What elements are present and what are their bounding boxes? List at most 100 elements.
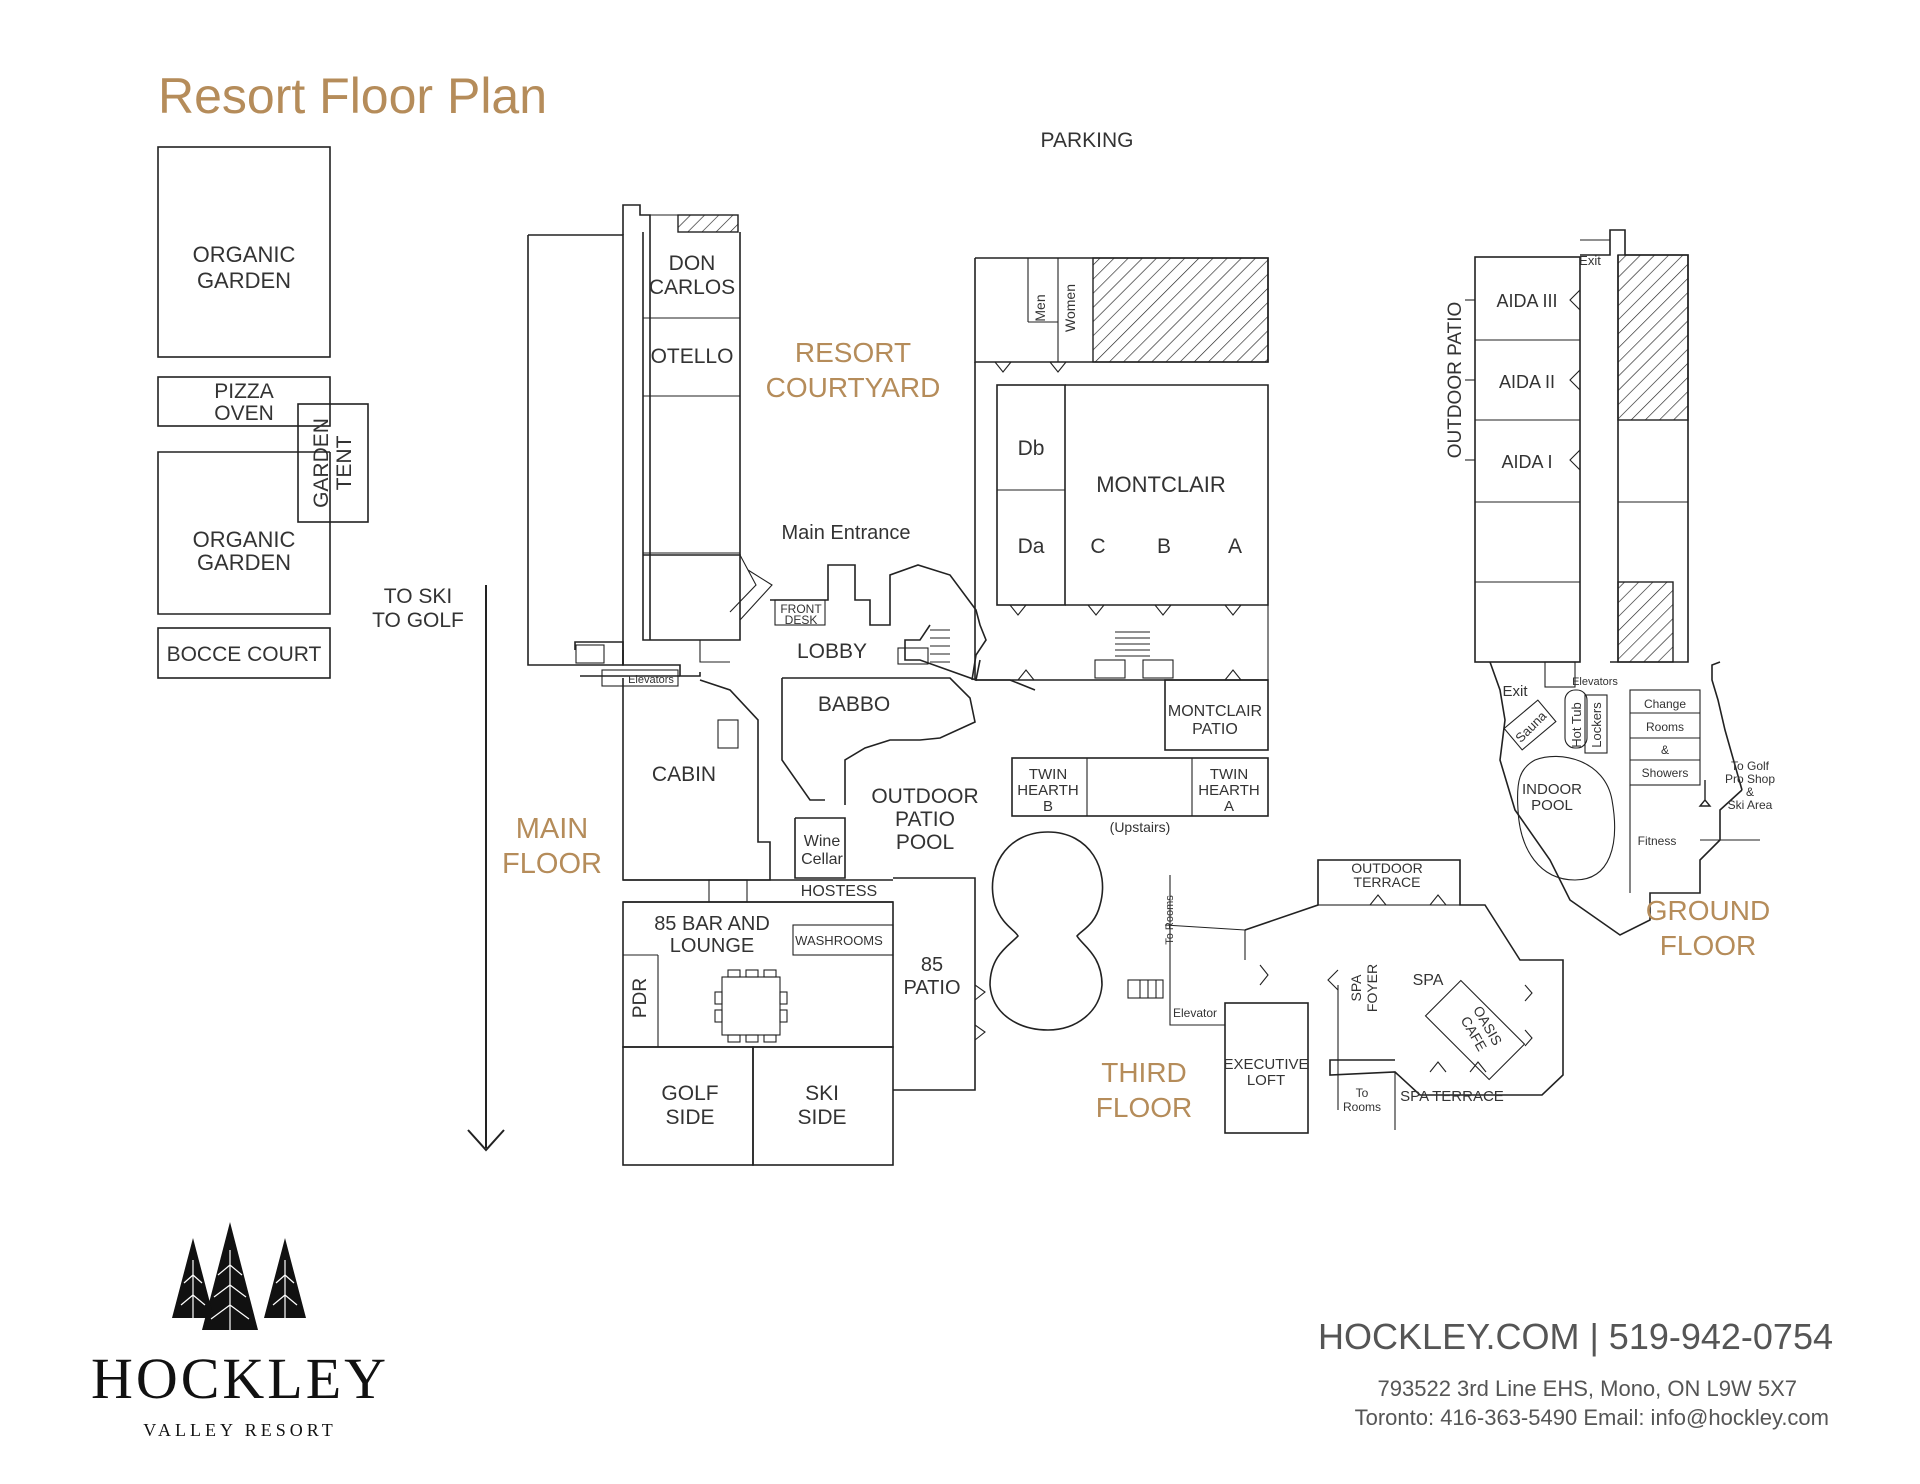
contact-info: HOCKLEY.COM | 519-942-0754 793522 3rd Li… (1318, 1316, 1833, 1430)
svg-text:OUTDOOR: OUTDOOR (1351, 860, 1423, 876)
svg-text:FOYER: FOYER (1364, 964, 1380, 1012)
svg-text:COURTYARD: COURTYARD (766, 372, 941, 403)
svg-text:LOFT: LOFT (1247, 1072, 1285, 1089)
svg-text:GROUND: GROUND (1646, 895, 1770, 926)
svg-text:OUTDOOR PATIO: OUTDOOR PATIO (1445, 302, 1466, 459)
svg-text:FLOOR: FLOOR (502, 848, 602, 880)
svg-text:B: B (1157, 535, 1171, 558)
svg-text:ORGANIC: ORGANIC (193, 527, 296, 552)
organic-garden-bottom: ORGANIC GARDEN (157, 451, 331, 615)
tree-logo-icon (172, 1222, 306, 1330)
svg-text:OVEN: OVEN (214, 402, 274, 425)
svg-text:AIDA I: AIDA I (1501, 452, 1552, 472)
svg-text:Da: Da (1018, 535, 1045, 558)
svg-text:MONTCLAIR: MONTCLAIR (1096, 472, 1226, 497)
svg-text:SPA TERRACE: SPA TERRACE (1400, 1088, 1504, 1105)
svg-text:AIDA III: AIDA III (1496, 291, 1557, 311)
svg-text:FLOOR: FLOOR (1660, 930, 1756, 961)
main-floor-labels: DON CARLOS OTELLO RESORT COURTYARD Main … (628, 252, 979, 1129)
svg-text:Ski Area: Ski Area (1728, 798, 1773, 812)
svg-text:ORGANIC: ORGANIC (193, 242, 296, 267)
svg-text:LOBBY: LOBBY (797, 640, 867, 663)
svg-text:MONTCLAIR: MONTCLAIR (1168, 703, 1262, 720)
svg-text:POOL: POOL (896, 831, 954, 854)
svg-text:PATIO: PATIO (895, 808, 955, 831)
svg-text:BOCCE COURT: BOCCE COURT (167, 643, 322, 666)
svg-text:Db: Db (1018, 437, 1045, 460)
svg-text:GARDEN: GARDEN (197, 268, 291, 293)
svg-text:Fitness: Fitness (1638, 834, 1677, 848)
svg-text:&: & (1746, 785, 1754, 799)
svg-text:MAIN: MAIN (516, 813, 589, 845)
svg-text:PATIO: PATIO (1192, 721, 1238, 738)
svg-text:POOL: POOL (1531, 797, 1573, 814)
svg-text:SPA: SPA (1348, 974, 1364, 1002)
svg-text:A: A (1228, 535, 1242, 558)
svg-text:INDOOR: INDOOR (1522, 781, 1582, 798)
svg-text:85: 85 (921, 954, 943, 976)
main-floor-label: MAIN FLOOR (502, 813, 602, 880)
svg-text:DESK: DESK (785, 613, 818, 627)
pizza-oven: PIZZA OVEN (157, 376, 331, 427)
svg-text:EXECUTIVE: EXECUTIVE (1223, 1056, 1308, 1073)
svg-text:85 BAR AND: 85 BAR AND (654, 913, 770, 935)
brand-name: HOCKLEY (91, 1346, 389, 1411)
svg-text:CARLOS: CARLOS (649, 276, 735, 299)
svg-text:Showers: Showers (1642, 766, 1689, 780)
garden-tent: GARDEN TENT (297, 403, 369, 523)
svg-text:HOSTESS: HOSTESS (801, 883, 877, 900)
svg-text:WASHROOMS: WASHROOMS (795, 933, 883, 948)
outdoor-pool (989, 831, 1104, 1031)
bocce-court: BOCCE COURT (157, 627, 331, 679)
svg-text:TENT: TENT (333, 435, 356, 490)
svg-text:GARDEN: GARDEN (310, 418, 333, 508)
svg-text:A: A (1224, 798, 1234, 815)
svg-text:TO SKI: TO SKI (384, 585, 452, 608)
svg-text:PDR: PDR (630, 978, 651, 1018)
svg-text:&: & (1661, 743, 1669, 757)
montclair-building (974, 257, 1269, 751)
address: 793522 3rd Line EHS, Mono, ON L9W 5X7 (1378, 1376, 1797, 1401)
svg-text:B: B (1043, 798, 1053, 815)
svg-text:To Golf: To Golf (1731, 759, 1770, 773)
svg-text:Exit: Exit (1502, 683, 1528, 700)
ground-floor-labels: OUTDOOR PATIO AIDA III AIDA II AIDA I Ex… (1445, 253, 1775, 961)
svg-text:Rooms: Rooms (1646, 720, 1684, 734)
svg-text:(Upstairs): (Upstairs) (1110, 819, 1171, 835)
svg-text:Exit: Exit (1579, 253, 1601, 268)
svg-text:OTELLO: OTELLO (651, 345, 734, 368)
svg-text:GARDEN: GARDEN (197, 550, 291, 575)
svg-text:Change: Change (1644, 697, 1686, 711)
svg-text:Cellar: Cellar (801, 851, 843, 868)
svg-text:TWIN: TWIN (1029, 766, 1067, 783)
svg-text:Elevator: Elevator (1173, 1006, 1217, 1020)
main-floor-building (527, 204, 1036, 1166)
svg-text:TWIN: TWIN (1210, 766, 1248, 783)
parking-label: PARKING (1041, 129, 1134, 152)
svg-text:Women: Women (1062, 284, 1078, 332)
brand-subtitle: VALLEY RESORT (143, 1420, 336, 1440)
svg-text:SIDE: SIDE (665, 1106, 714, 1129)
to-ski-golf-sign: TO SKI TO GOLF (372, 585, 505, 1152)
svg-text:AIDA II: AIDA II (1499, 372, 1555, 392)
svg-text:TERRACE: TERRACE (1354, 874, 1421, 890)
svg-text:To Rooms: To Rooms (1164, 895, 1176, 945)
svg-text:TO GOLF: TO GOLF (372, 609, 464, 632)
svg-text:C: C (1090, 535, 1105, 558)
svg-text:CABIN: CABIN (652, 763, 716, 786)
third-floor-building (1127, 859, 1564, 1134)
svg-text:OUTDOOR: OUTDOOR (871, 785, 978, 808)
svg-text:SIDE: SIDE (797, 1106, 846, 1129)
twin-hearth: TWIN HEARTH B TWIN HEARTH A (Upstairs) (1011, 757, 1269, 835)
svg-text:RESORT: RESORT (795, 337, 911, 368)
svg-text:THIRD: THIRD (1101, 1057, 1187, 1088)
hockley-logo: HOCKLEY VALLEY RESORT (91, 1222, 389, 1440)
svg-text:PATIO: PATIO (903, 977, 960, 999)
website-phone: HOCKLEY.COM | 519-942-0754 (1318, 1316, 1833, 1357)
svg-text:Elevators: Elevators (628, 674, 674, 686)
organic-garden-top: ORGANIC GARDEN (157, 146, 331, 358)
svg-text:Pro Shop: Pro Shop (1725, 772, 1775, 786)
svg-text:Sauna: Sauna (1512, 708, 1550, 746)
svg-text:LOUNGE: LOUNGE (670, 935, 754, 957)
